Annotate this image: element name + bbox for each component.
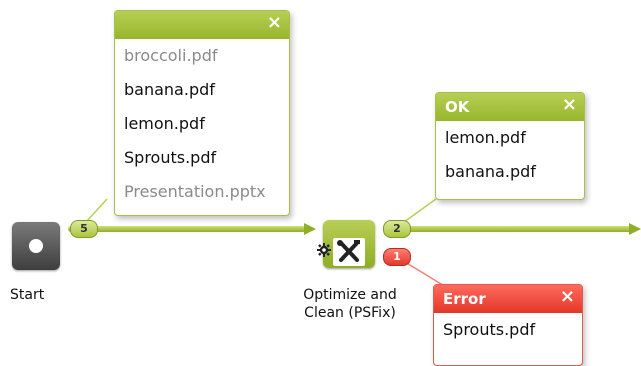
ok-popup-title: OK <box>445 98 470 116</box>
ok-count-badge[interactable]: 2 <box>383 220 411 238</box>
start-node-label: Start <box>10 287 45 303</box>
error-file-row-sprouts[interactable]: Sprouts.pdf <box>443 320 536 339</box>
ok-popup-leader <box>403 198 437 223</box>
connector-arrowhead <box>629 223 641 235</box>
file-row-broccoli[interactable]: broccoli.pdf <box>124 46 218 65</box>
psfix-label-line2: Clean (PSFix) <box>304 305 396 321</box>
ok-files-popup: OK × lemon.pdf banana.pdf <box>435 92 585 200</box>
connector-arrowhead <box>304 223 316 235</box>
ok-file-row-lemon[interactable]: lemon.pdf <box>445 128 526 147</box>
start-circle-icon <box>29 239 43 253</box>
error-files-popup: Error × Sprouts.pdf <box>433 284 583 366</box>
close-icon[interactable]: × <box>266 12 282 33</box>
ok-popup-header: OK × <box>436 93 584 121</box>
input-popup-leader <box>85 198 108 223</box>
input-popup-header: × <box>115 11 289 39</box>
close-icon[interactable]: × <box>561 94 577 115</box>
input-files-popup: × broccoli.pdf banana.pdf lemon.pdf Spro… <box>114 10 290 216</box>
psfix-label-line1: Optimize and <box>303 287 397 303</box>
close-icon[interactable]: × <box>559 286 575 307</box>
gear-icon[interactable] <box>316 242 332 258</box>
error-count-badge[interactable]: 1 <box>383 248 411 266</box>
psfix-success-connector[interactable] <box>384 226 634 232</box>
start-to-psfix-connector[interactable] <box>68 226 306 232</box>
file-row-presentation[interactable]: Presentation.pptx <box>124 182 266 201</box>
file-row-sprouts[interactable]: Sprouts.pdf <box>124 148 217 167</box>
ok-file-row-banana[interactable]: banana.pdf <box>445 162 536 181</box>
start-node[interactable] <box>12 222 60 270</box>
error-popup-title: Error <box>443 290 486 308</box>
leader-lines <box>85 198 447 288</box>
psfix-node-label: Optimize and Clean (PSFix) <box>291 286 409 322</box>
wrench-screwdriver-icon <box>337 240 360 262</box>
error-popup-leader <box>404 261 447 288</box>
error-popup-header: Error × <box>434 285 582 313</box>
input-count-badge[interactable]: 5 <box>70 220 98 238</box>
file-row-lemon[interactable]: lemon.pdf <box>124 114 205 133</box>
file-row-banana[interactable]: banana.pdf <box>124 80 215 99</box>
psfix-node[interactable] <box>323 220 375 268</box>
psfix-node-face <box>333 238 365 266</box>
